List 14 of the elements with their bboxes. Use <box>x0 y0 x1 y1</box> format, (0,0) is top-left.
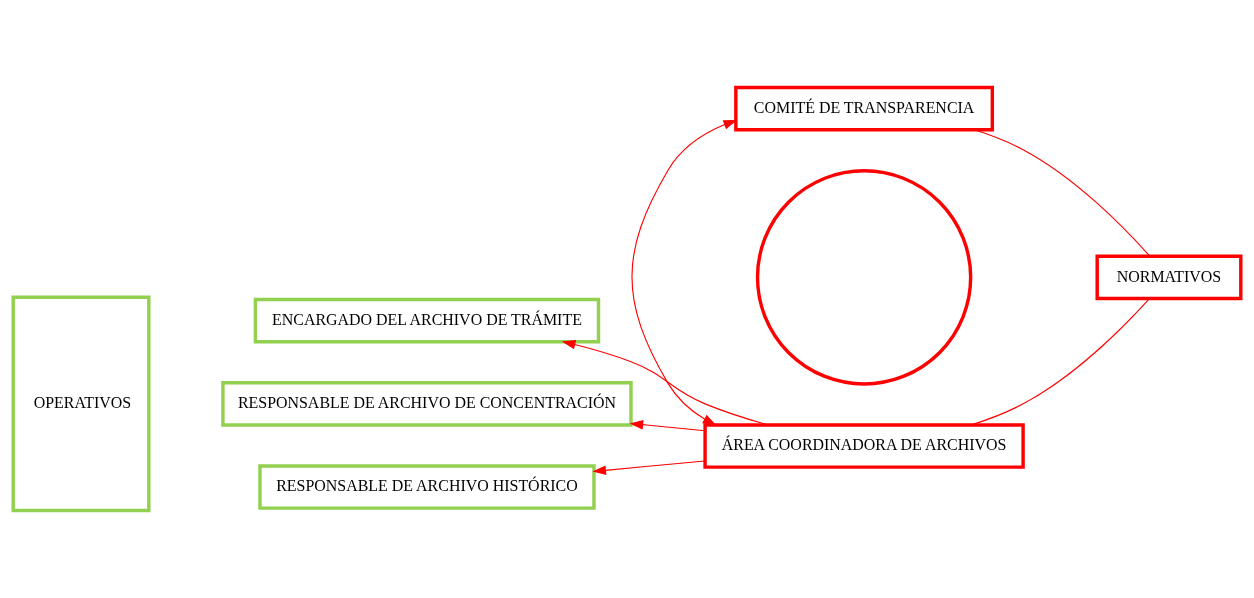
node-circle <box>755 169 973 386</box>
node-box: NORMATIVOS <box>1095 254 1243 301</box>
arrow <box>629 419 706 432</box>
node-box: ÁREA COORDINADORA DE ARCHIVOS <box>703 423 1025 469</box>
arrow <box>631 119 738 426</box>
node-box: OPERATIVOS <box>11 295 151 513</box>
connector <box>973 129 1151 257</box>
arrow <box>561 339 769 426</box>
node-box: RESPONSABLE DE ARCHIVO HISTÓRICO <box>258 464 596 510</box>
node-box: RESPONSABLE DE ARCHIVO DE CONCENTRACIÓN <box>221 381 633 427</box>
node-box: ENCARGADO DEL ARCHIVO DE TRÁMITE <box>253 297 601 344</box>
node-box: COMITÉ DE TRANSPARENCIA <box>734 85 995 132</box>
connector <box>970 298 1151 426</box>
arrow <box>592 460 706 476</box>
